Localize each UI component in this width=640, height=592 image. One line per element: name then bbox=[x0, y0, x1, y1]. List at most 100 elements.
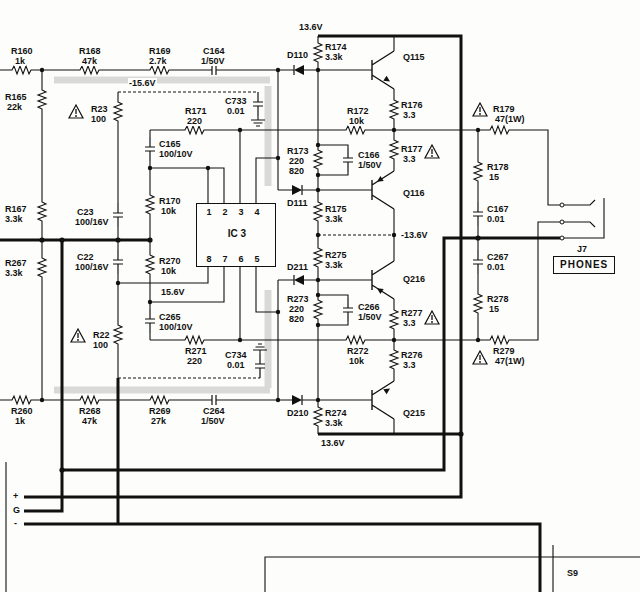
supply-rail-dashed bbox=[118, 92, 394, 378]
capacitor-symbol bbox=[145, 137, 155, 161]
warning-triangle bbox=[473, 351, 487, 364]
part-name: R278 bbox=[486, 294, 510, 304]
capacitor-symbol bbox=[113, 250, 123, 274]
pin-number: 3 bbox=[238, 207, 243, 217]
component-value: 3.3k bbox=[324, 260, 344, 270]
part-name: R170 bbox=[158, 196, 182, 206]
part-name: R176 bbox=[400, 100, 424, 110]
transistor-symbol bbox=[372, 171, 394, 209]
capacitor-symbol bbox=[253, 92, 263, 116]
ic-box: IC 312348765 bbox=[196, 203, 276, 267]
part-name: C164 bbox=[202, 46, 226, 56]
jack-terminal bbox=[560, 203, 564, 207]
pin-number: 8 bbox=[206, 254, 211, 264]
warning-triangle bbox=[473, 103, 487, 116]
part-name: R160 bbox=[10, 46, 34, 56]
junction-dot bbox=[40, 68, 44, 72]
junction-dot bbox=[316, 293, 320, 297]
resistor-symbol bbox=[488, 126, 512, 134]
component-value: 10k bbox=[348, 356, 365, 366]
junction-dot bbox=[39, 237, 44, 242]
voltage-value: 1/50V bbox=[200, 416, 226, 426]
resistor-symbol bbox=[78, 396, 102, 404]
capacitor-symbol bbox=[113, 203, 123, 227]
part-name: IC 3 bbox=[228, 228, 246, 240]
component-value: 220 bbox=[186, 356, 203, 366]
part-name: D110 bbox=[286, 50, 309, 60]
component-value: 3.3 bbox=[402, 154, 417, 164]
part-name: R167 bbox=[4, 204, 28, 214]
resistor-symbol bbox=[146, 193, 154, 217]
part-name: R169 bbox=[148, 46, 172, 56]
resistor-symbol bbox=[390, 98, 398, 122]
part-name: R168 bbox=[78, 46, 102, 56]
resistor-symbol bbox=[38, 88, 46, 112]
resistor-symbol bbox=[344, 126, 368, 134]
capacitor-symbol bbox=[255, 354, 265, 378]
component-value: 0.01 bbox=[226, 106, 246, 116]
part-name: C267 bbox=[486, 252, 510, 262]
terminal-label: G bbox=[12, 505, 21, 515]
junction-dot bbox=[147, 237, 152, 242]
junction-dot bbox=[316, 233, 320, 237]
part-name: S9 bbox=[566, 568, 579, 578]
jack-contacts bbox=[564, 198, 604, 238]
resistor-symbol bbox=[488, 336, 512, 344]
ground-symbol bbox=[253, 344, 267, 354]
part-name: R276 bbox=[400, 350, 424, 360]
part-name: C733 bbox=[224, 96, 248, 106]
junction-dot bbox=[316, 323, 320, 327]
junction-dot bbox=[276, 310, 280, 314]
junction-dot bbox=[59, 237, 64, 242]
part-name: C266 bbox=[357, 302, 381, 312]
component-value: 10k bbox=[160, 206, 177, 216]
voltage-value: 13.6V bbox=[298, 22, 324, 32]
resistor-symbol bbox=[148, 396, 172, 404]
terminal-label: + bbox=[12, 491, 19, 501]
resistor-symbol bbox=[314, 200, 322, 224]
ground-symbol bbox=[251, 116, 265, 126]
pin-number: 7 bbox=[222, 254, 227, 264]
voltage-value: 100/16V bbox=[74, 217, 110, 227]
component-value: 100 bbox=[92, 340, 109, 350]
pin-number: 4 bbox=[254, 207, 259, 217]
resistor-symbol bbox=[10, 66, 34, 74]
junction-dot bbox=[206, 166, 210, 170]
part-name: D210 bbox=[286, 408, 310, 418]
part-name: R271 bbox=[184, 346, 208, 356]
component-value: 0.01 bbox=[486, 214, 506, 224]
diode-symbol bbox=[286, 275, 310, 285]
wire bbox=[277, 70, 278, 400]
warning-triangle bbox=[69, 105, 83, 118]
jack-terminal bbox=[560, 236, 564, 240]
part-name: Q115 bbox=[402, 52, 426, 62]
capacitor-symbol bbox=[145, 309, 155, 333]
resistor-symbol bbox=[344, 336, 368, 344]
component-value: 220 bbox=[288, 304, 305, 314]
pin-number: 2 bbox=[222, 207, 227, 217]
resistor-symbol bbox=[114, 100, 122, 124]
resistor-symbol bbox=[474, 160, 482, 184]
component-value: 1k bbox=[14, 416, 26, 426]
diode-symbol bbox=[286, 395, 310, 405]
component-value: 47k bbox=[81, 56, 98, 66]
diode-symbol bbox=[286, 65, 310, 75]
part-name: R171 bbox=[184, 106, 208, 116]
pin-number: 1 bbox=[206, 207, 211, 217]
component-value: 3.3k bbox=[324, 214, 344, 224]
wire bbox=[149, 130, 150, 340]
resistor-symbol bbox=[10, 396, 34, 404]
part-name: C264 bbox=[202, 406, 226, 416]
component-value: 10k bbox=[160, 266, 177, 276]
junction-dot bbox=[148, 166, 152, 170]
voltage-value: -13.6V bbox=[400, 230, 429, 240]
part-name: R165 bbox=[4, 92, 28, 102]
part-name: R274 bbox=[324, 408, 348, 418]
junction-dots bbox=[39, 68, 480, 473]
resistor-symbol bbox=[148, 66, 172, 74]
capacitor-symbol bbox=[343, 148, 353, 172]
wire-group bbox=[0, 36, 640, 592]
resistor-symbol bbox=[314, 148, 322, 172]
